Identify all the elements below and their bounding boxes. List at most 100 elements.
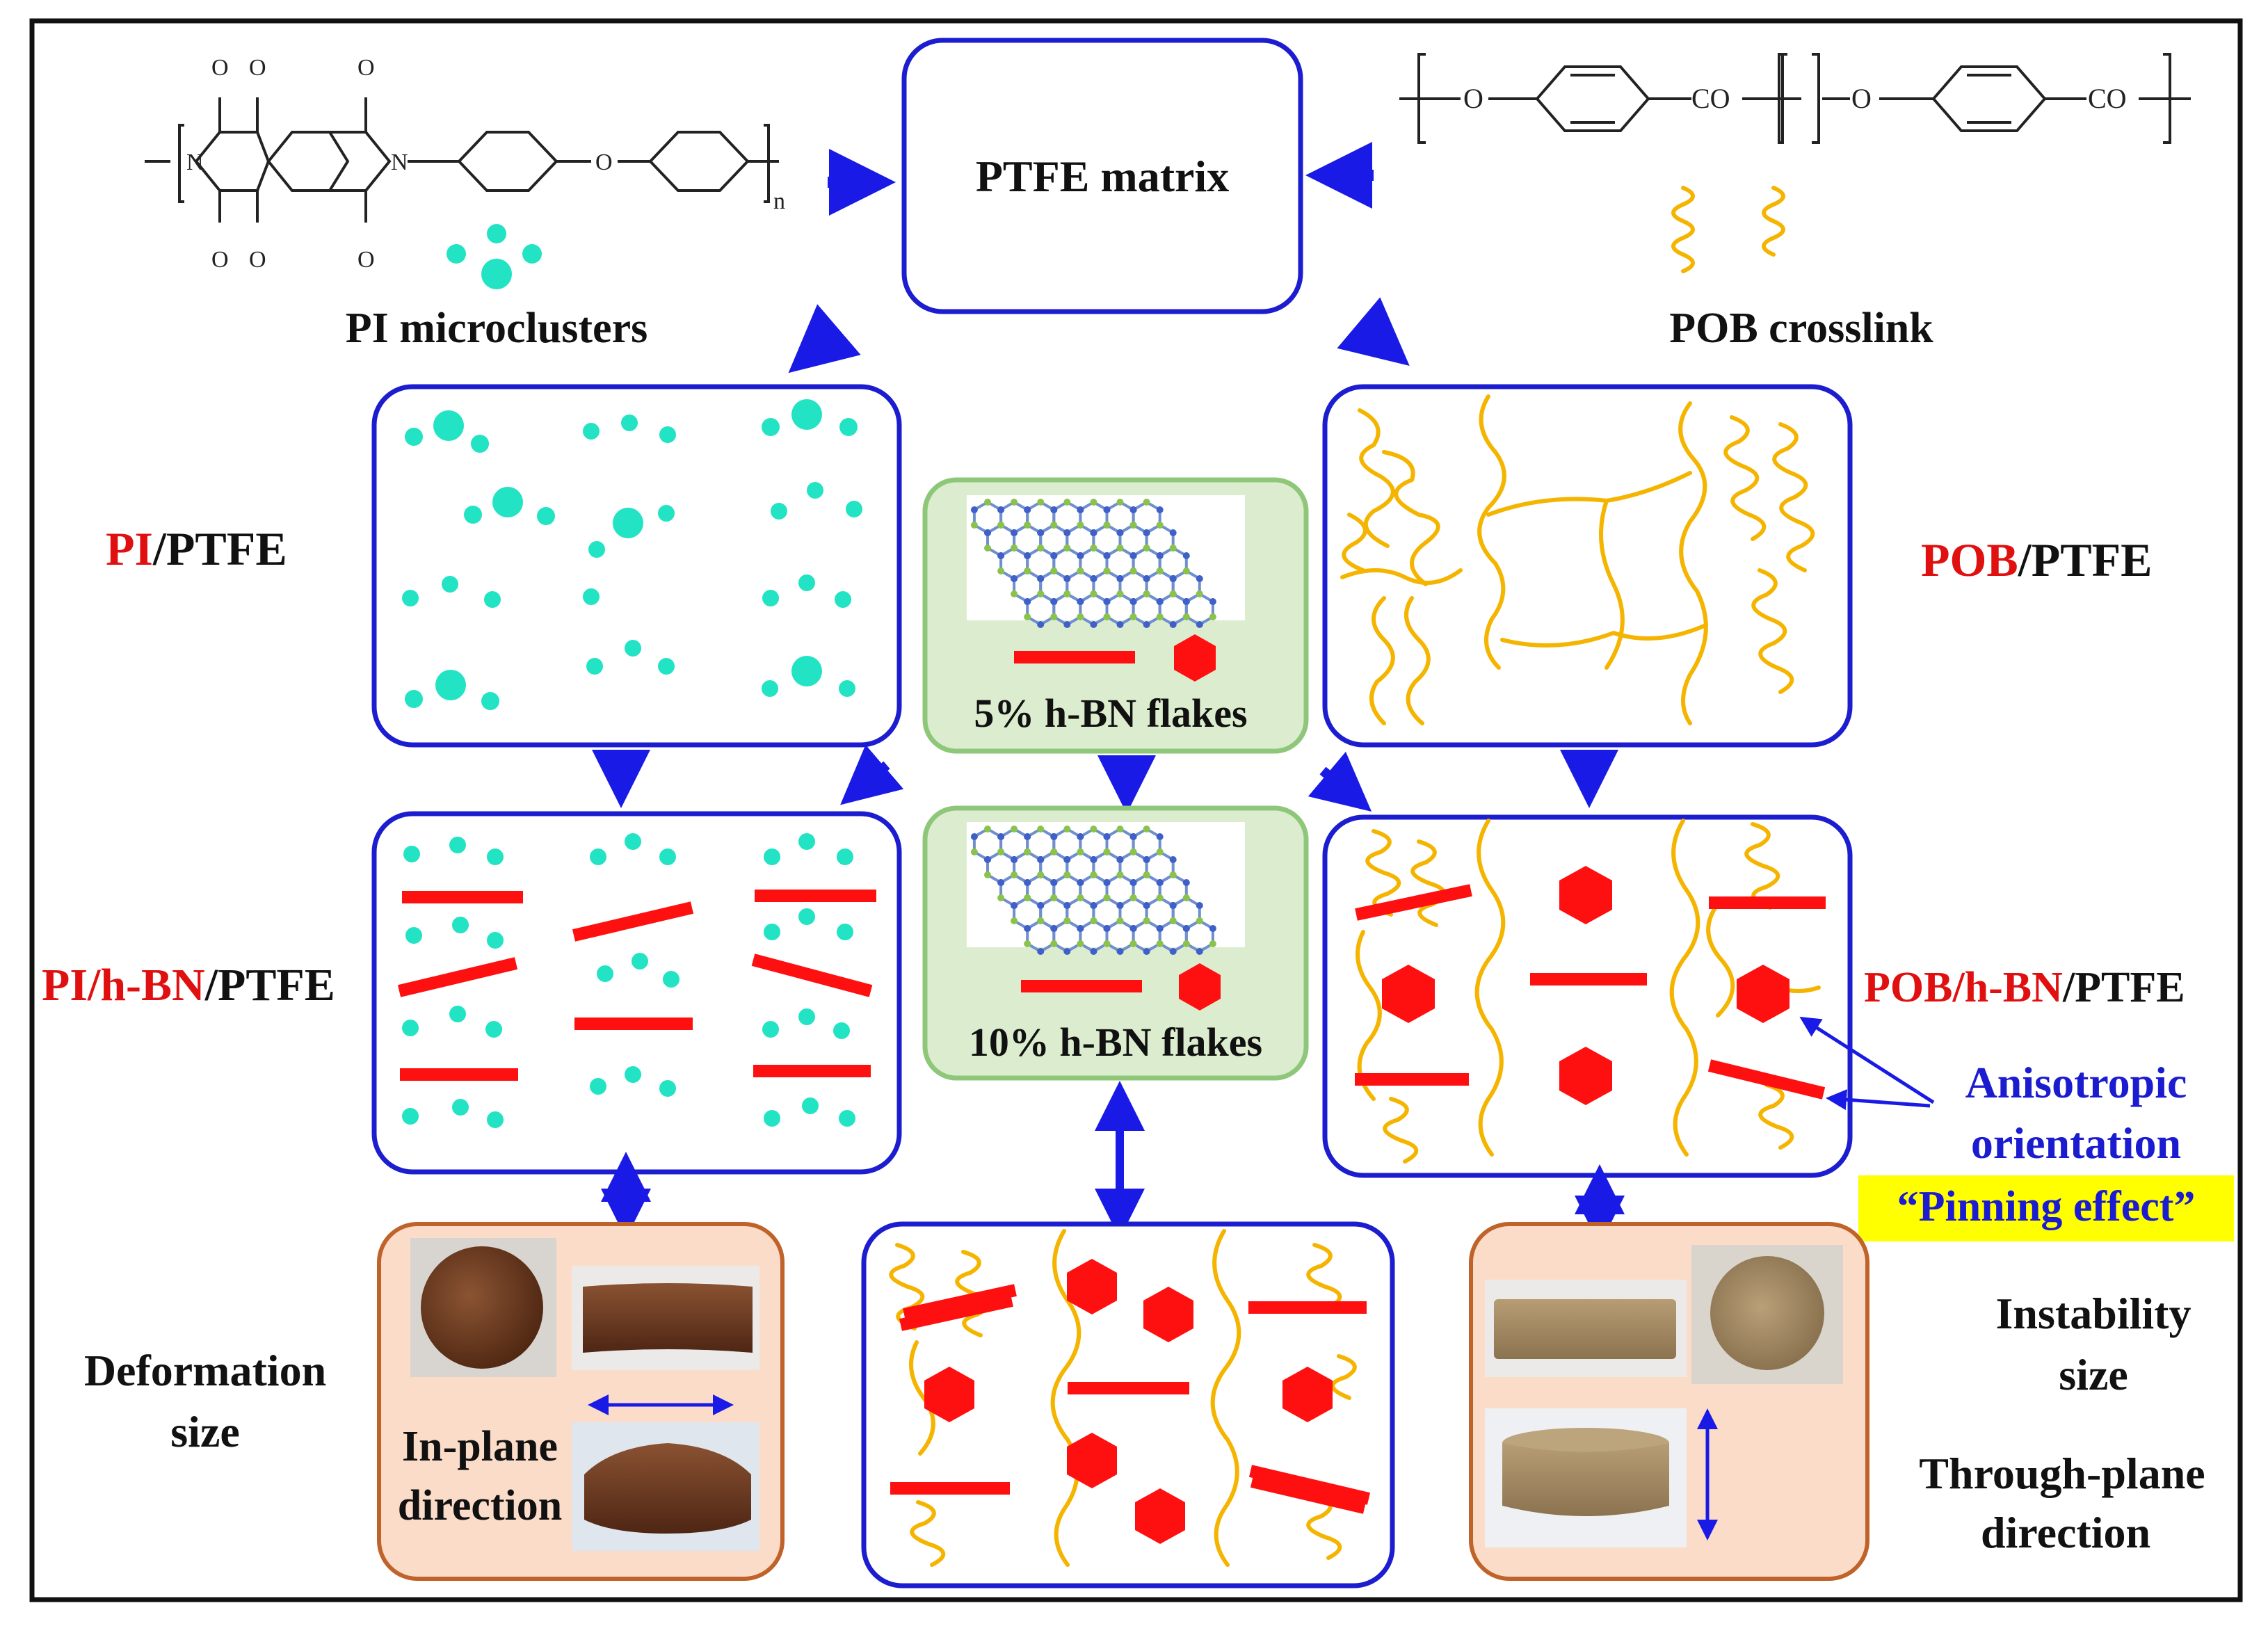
- row-label-pi-hbn-ptfe: PI/h-BN/PTFE: [42, 960, 335, 1011]
- lattice-atom: [1050, 833, 1058, 840]
- lattice-atom: [1037, 948, 1045, 955]
- lattice-atom: [984, 826, 991, 832]
- lattice-atom: [1063, 499, 1071, 506]
- pi-dot: [839, 680, 855, 697]
- lattice-atom: [1116, 529, 1124, 536]
- lattice-atom: [1037, 575, 1045, 582]
- lattice-atom: [1156, 879, 1164, 886]
- lattice-atom: [1129, 598, 1137, 605]
- lattice-atom: [1037, 529, 1045, 536]
- lattice-atom: [1182, 894, 1190, 901]
- lattice-atom: [1156, 552, 1164, 559]
- lattice-atom: [1077, 833, 1084, 840]
- lattice-atom: [1090, 499, 1097, 506]
- pi-dot: [791, 656, 822, 686]
- lattice-atom: [1037, 902, 1045, 909]
- pob-hbn-ptfe-flakes: [1355, 866, 1826, 1105]
- pi-hbn-ptfe-box: [371, 811, 902, 1175]
- lattice-atom: [1063, 826, 1071, 832]
- lattice-atom: [1063, 545, 1071, 552]
- lattice-atom: [1011, 545, 1018, 552]
- lattice-atom: [1103, 522, 1111, 529]
- lattice-atom: [1169, 529, 1177, 536]
- pi-n-atom-left: N: [186, 150, 204, 175]
- pi-dot: [402, 590, 419, 606]
- pob-sample-disk-side: [1494, 1299, 1676, 1359]
- lattice-atom: [1037, 826, 1045, 832]
- lattice-atom: [1024, 522, 1031, 529]
- pi-dot: [762, 1021, 779, 1038]
- lattice-atom: [1169, 545, 1177, 552]
- lattice-atom: [1077, 894, 1084, 901]
- lattice-atom: [1143, 529, 1150, 536]
- lattice-atom: [1090, 529, 1097, 536]
- lattice-atom: [1103, 894, 1111, 901]
- aniso-pointers: [1799, 1016, 1935, 1111]
- inplane-line1: In-plane: [402, 1423, 558, 1470]
- top-arrows: [788, 142, 1410, 373]
- deformation-line2: size: [170, 1407, 240, 1456]
- pi-dot: [798, 1008, 815, 1025]
- lattice-atom: [1024, 552, 1031, 559]
- lattice-atom: [1209, 613, 1216, 620]
- lattice-atom: [1196, 590, 1203, 597]
- lattice-atom: [1103, 552, 1111, 559]
- lattice-atom: [1156, 568, 1164, 574]
- lattice-atom: [1143, 917, 1150, 924]
- lattice-atom: [1156, 506, 1164, 513]
- lattice-atom: [1090, 902, 1097, 909]
- pi-dot: [405, 428, 423, 446]
- lattice-atom: [1182, 940, 1190, 947]
- lattice-atom: [1011, 499, 1018, 506]
- lattice-atom: [1037, 499, 1045, 506]
- pi-dot: [632, 953, 648, 970]
- lattice-atom: [1116, 545, 1124, 552]
- lattice-atom: [1143, 545, 1150, 552]
- lattice-atom: [970, 848, 978, 855]
- pi-dot: [625, 640, 641, 657]
- pi-ptfe-box: [371, 384, 902, 748]
- pi-dot: [762, 680, 778, 697]
- lattice-atom: [1077, 940, 1084, 947]
- lattice-atom: [1156, 522, 1164, 529]
- pi-dot: [452, 1099, 469, 1116]
- aniso-label-line2: orientation: [1971, 1118, 2181, 1168]
- lattice-atom: [1090, 948, 1097, 955]
- pi-dot: [452, 917, 469, 933]
- lattice-atom: [1024, 613, 1031, 620]
- pob-o-right: O: [1851, 83, 1872, 114]
- hbn-lattice-image-2: [970, 826, 1216, 955]
- arrow-matrix-to-pob-ptfe: [1337, 297, 1410, 366]
- lattice-atom: [1063, 871, 1071, 878]
- deformation-line1: Deformation: [84, 1346, 326, 1395]
- lattice-atom: [1050, 925, 1058, 932]
- combined-flakes: [890, 1259, 1371, 1544]
- lattice-atom: [1011, 871, 1018, 878]
- pi-dot: [487, 932, 504, 949]
- pi-sample-disk-tilt: [584, 1443, 751, 1534]
- lattice-atom: [1090, 621, 1097, 628]
- lattice-atom: [1103, 925, 1111, 932]
- pi-dot: [590, 848, 606, 865]
- lattice-atom: [1077, 552, 1084, 559]
- pi-dot: [837, 924, 853, 940]
- lattice-atom: [1011, 590, 1018, 597]
- pi-dot: [621, 415, 638, 431]
- lattice-atom: [1037, 871, 1045, 878]
- lattice-atom: [1143, 856, 1150, 863]
- ptfe-matrix-title: PTFE matrix: [976, 152, 1229, 201]
- pob-ptfe-box: [1322, 384, 1853, 748]
- lattice-atom: [1050, 879, 1058, 886]
- lattice-atom: [1129, 613, 1137, 620]
- pi-dot: [839, 418, 858, 436]
- lattice-atom: [1129, 506, 1137, 513]
- lattice-atom: [1143, 575, 1150, 582]
- pi-dot: [433, 410, 464, 441]
- pi-dot: [802, 1097, 819, 1114]
- pi-dot: [764, 848, 780, 865]
- pi-dot: [659, 1080, 676, 1097]
- hbn-lattice-image-1: [970, 499, 1216, 628]
- lattice-atom: [1103, 940, 1111, 947]
- lattice-atom: [1129, 940, 1137, 947]
